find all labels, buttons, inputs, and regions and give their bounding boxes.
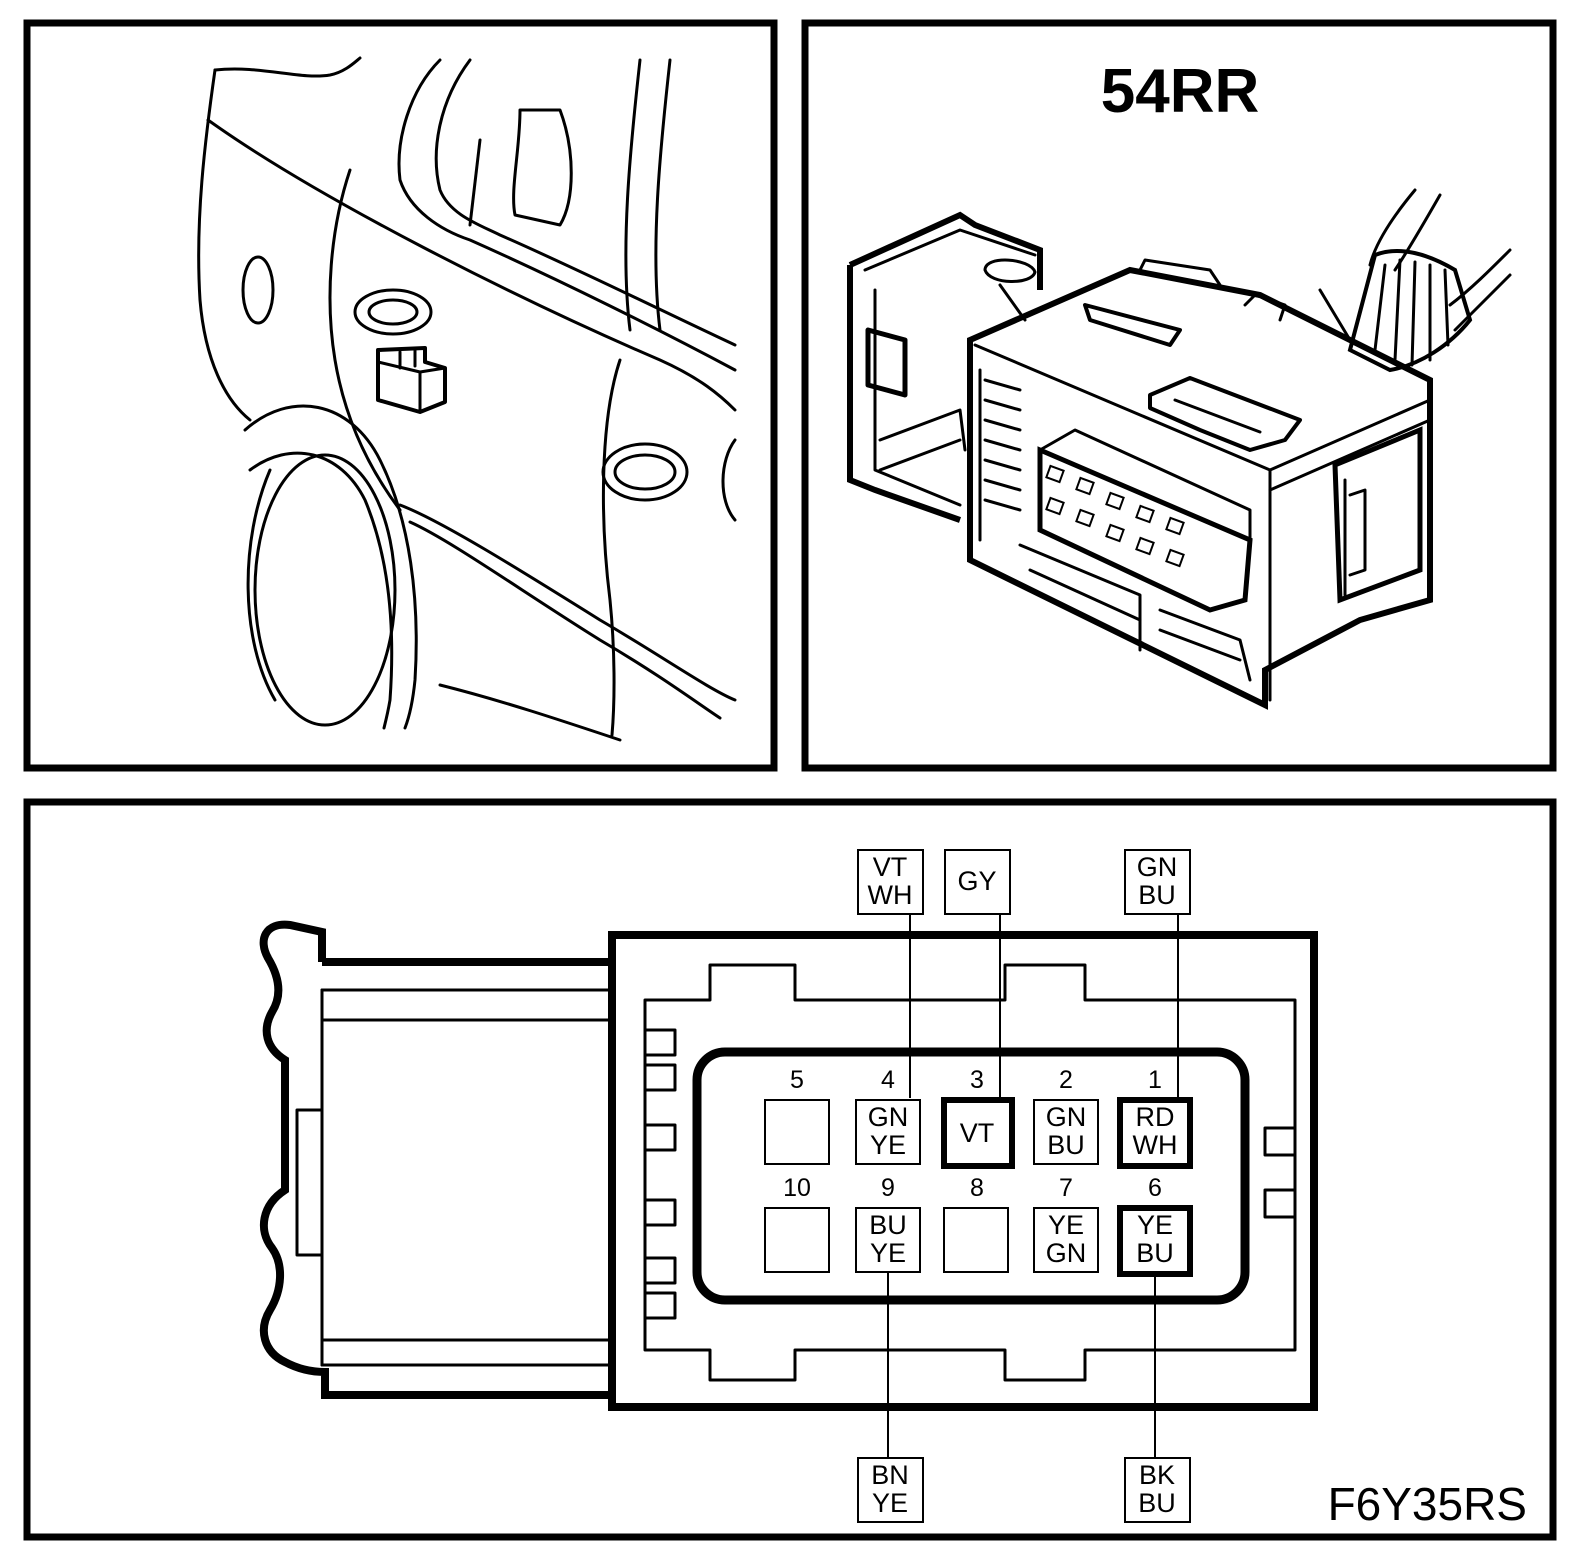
svg-text:WH: WH [868, 880, 913, 910]
svg-text:2: 2 [1059, 1066, 1073, 1094]
svg-text:YE: YE [1137, 1210, 1173, 1240]
svg-text:GN: GN [1046, 1102, 1087, 1132]
svg-text:7: 7 [1059, 1174, 1073, 1202]
connector-id-title: 54RR [1101, 57, 1260, 126]
external-wires [887, 914, 1179, 1458]
pin-8: 8 [943, 1174, 1009, 1273]
svg-text:YE: YE [870, 1238, 906, 1268]
svg-text:YE: YE [872, 1488, 908, 1518]
svg-text:VT: VT [960, 1118, 995, 1148]
vehicle-location-panel [23, 19, 778, 772]
svg-text:4: 4 [881, 1066, 895, 1094]
svg-text:BU: BU [1138, 880, 1176, 910]
pin-2: 2 GN BU [1033, 1066, 1099, 1165]
wire-label-top-pin3: GY [944, 849, 1011, 915]
wire-label-top-pin1: GN BU [1124, 849, 1191, 915]
pin-5: 5 [764, 1066, 830, 1165]
svg-text:3: 3 [970, 1066, 984, 1094]
pin-face-cavities [1045, 464, 1185, 568]
pin-6: 6 YE BU [1117, 1174, 1193, 1277]
svg-text:BU: BU [869, 1210, 907, 1240]
svg-text:5: 5 [790, 1066, 804, 1094]
svg-text:1: 1 [1148, 1066, 1162, 1094]
wire-label-bottom-pin6: BK BU [1124, 1457, 1191, 1523]
svg-text:BU: BU [1138, 1488, 1176, 1518]
svg-text:GN: GN [868, 1102, 909, 1132]
svg-text:8: 8 [970, 1174, 984, 1202]
svg-text:VT: VT [873, 852, 908, 882]
vehicle-illustration [197, 56, 737, 742]
figure-code: F6Y35RS [1328, 1478, 1527, 1530]
svg-text:10: 10 [783, 1174, 811, 1202]
pinout-panel [23, 798, 1557, 1541]
svg-text:YE: YE [870, 1130, 906, 1160]
svg-text:9: 9 [881, 1174, 895, 1202]
connector-3d-illustration [847, 188, 1512, 710]
pin-9: 9 BU YE [855, 1174, 921, 1273]
svg-text:6: 6 [1148, 1174, 1162, 1202]
svg-text:RD: RD [1136, 1102, 1175, 1132]
svg-text:BU: BU [1047, 1130, 1085, 1160]
svg-text:BK: BK [1139, 1460, 1175, 1490]
svg-text:BN: BN [871, 1460, 909, 1490]
svg-text:GN: GN [1137, 852, 1178, 882]
pin-3: 3 VT [941, 1066, 1015, 1169]
svg-text:YE: YE [1048, 1210, 1084, 1240]
svg-text:WH: WH [1133, 1130, 1178, 1160]
wire-label-top-pin4: VT WH [857, 849, 924, 915]
pin-1: 1 RD WH [1117, 1066, 1193, 1169]
connector-view-panel [801, 19, 1557, 772]
wire-label-bottom-pin9: BN YE [857, 1457, 924, 1523]
pin-4: 4 GN YE [855, 1066, 921, 1165]
pin-7: 7 YE GN [1033, 1174, 1099, 1273]
connector-face-outline [259, 920, 1318, 1411]
svg-text:GN: GN [1046, 1238, 1087, 1268]
svg-text:GY: GY [957, 866, 996, 896]
pin-10: 10 [764, 1174, 830, 1273]
svg-text:BU: BU [1136, 1238, 1174, 1268]
